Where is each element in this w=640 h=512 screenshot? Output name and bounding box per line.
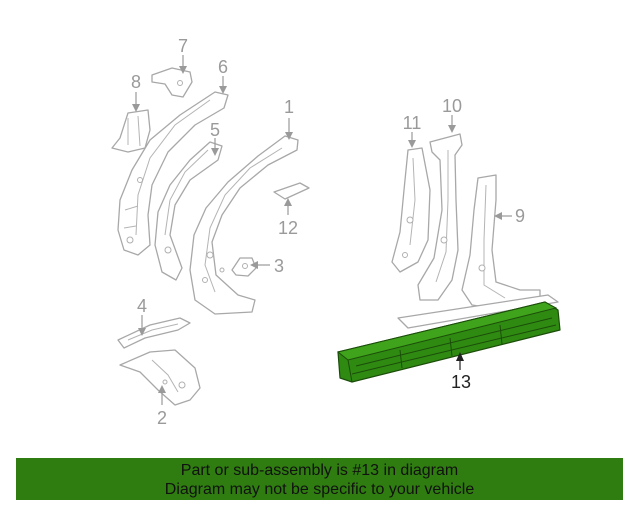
callout-13: 13: [451, 352, 471, 392]
part-5-reinforcement: [154, 141, 223, 281]
callout-2-label: 2: [157, 408, 167, 428]
part-12-pad: [273, 182, 310, 200]
callout-4: 4: [137, 296, 147, 336]
part-7-bracket: [151, 67, 193, 98]
callout-5-label: 5: [210, 120, 220, 140]
callout-6-label: 6: [218, 57, 228, 77]
banner-line-1: Part or sub-assembly is #13 in diagram: [180, 462, 459, 479]
callout-1-label: 1: [284, 97, 294, 117]
callout-4-label: 4: [137, 296, 147, 316]
banner-line-2: Diagram may not be specific to your vehi…: [164, 481, 475, 498]
sill-plate: [397, 294, 559, 329]
callout-6: 6: [218, 57, 228, 94]
callout-8-label: 8: [131, 72, 141, 92]
callout-10: 10: [442, 96, 462, 133]
callout-5: 5: [210, 120, 220, 156]
callout-8: 8: [131, 72, 141, 112]
callout-11-label: 11: [403, 113, 422, 133]
callout-3: 3: [250, 256, 284, 276]
part-11-pillar: [391, 147, 431, 273]
callout-9: 9: [494, 206, 525, 226]
part-9-pillar: [461, 174, 541, 311]
part-3-bracket: [231, 257, 257, 277]
callout-12: 12: [278, 198, 298, 238]
part-10-pillar: [417, 133, 463, 301]
callout-13-label: 13: [451, 372, 471, 392]
part-13-rocker-highlighted: [336, 301, 561, 383]
callout-3-label: 3: [274, 256, 284, 276]
part-1-pillar-outer: [189, 135, 299, 315]
part-2-panel: [119, 349, 201, 406]
callout-10-label: 10: [442, 96, 462, 116]
info-banner: Part or sub-assembly is #13 in diagram D…: [16, 458, 623, 500]
callout-1: 1: [284, 97, 294, 140]
parts-diagram: 1 2 3 4 5 6 7 8: [111, 36, 561, 428]
callout-2: 2: [157, 385, 167, 428]
callout-7: 7: [178, 36, 188, 74]
callout-11: 11: [403, 113, 422, 148]
part-6-pillar: [117, 91, 229, 256]
callout-9-label: 9: [515, 206, 525, 226]
part-4-rail: [117, 317, 191, 349]
callout-12-label: 12: [278, 218, 298, 238]
callout-7-label: 7: [178, 36, 188, 56]
part-8-bracket: [111, 109, 151, 153]
